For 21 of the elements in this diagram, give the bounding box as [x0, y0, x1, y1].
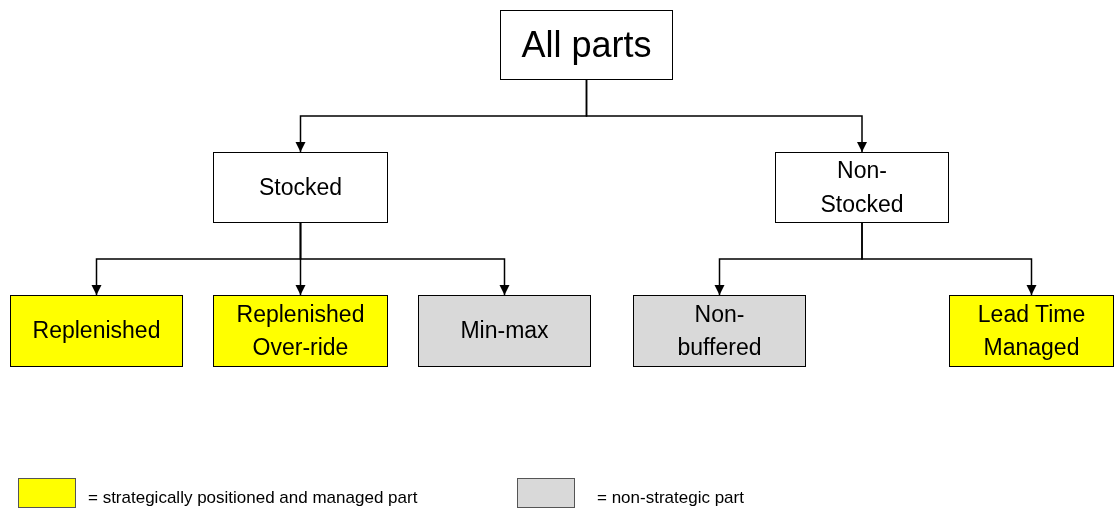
connector-arrow — [299, 222, 510, 296]
category-box — [500, 10, 673, 80]
category-box — [949, 295, 1114, 367]
category-box — [418, 295, 591, 367]
category-box — [775, 152, 949, 223]
category-box — [213, 295, 388, 367]
category-label: Stocked — [258, 172, 343, 202]
category-box — [10, 295, 183, 367]
category-label: Lead Time Managed — [976, 299, 1087, 362]
category-label: Non-buffered — [676, 299, 763, 362]
category-label: Non-Stocked — [819, 156, 905, 219]
connector-arrow — [585, 79, 868, 153]
category-box — [633, 295, 806, 367]
category-box — [213, 152, 388, 223]
category-label: All parts — [521, 22, 652, 67]
category-label: Replenished — [32, 316, 161, 346]
category-label: Replenished Over-ride — [235, 299, 366, 362]
legend-label: = non-strategic part — [597, 488, 744, 508]
category-label: Min-max — [460, 316, 549, 346]
legend-label: = strategically positioned and managed part — [88, 488, 418, 508]
connector-arrow — [861, 222, 1037, 296]
